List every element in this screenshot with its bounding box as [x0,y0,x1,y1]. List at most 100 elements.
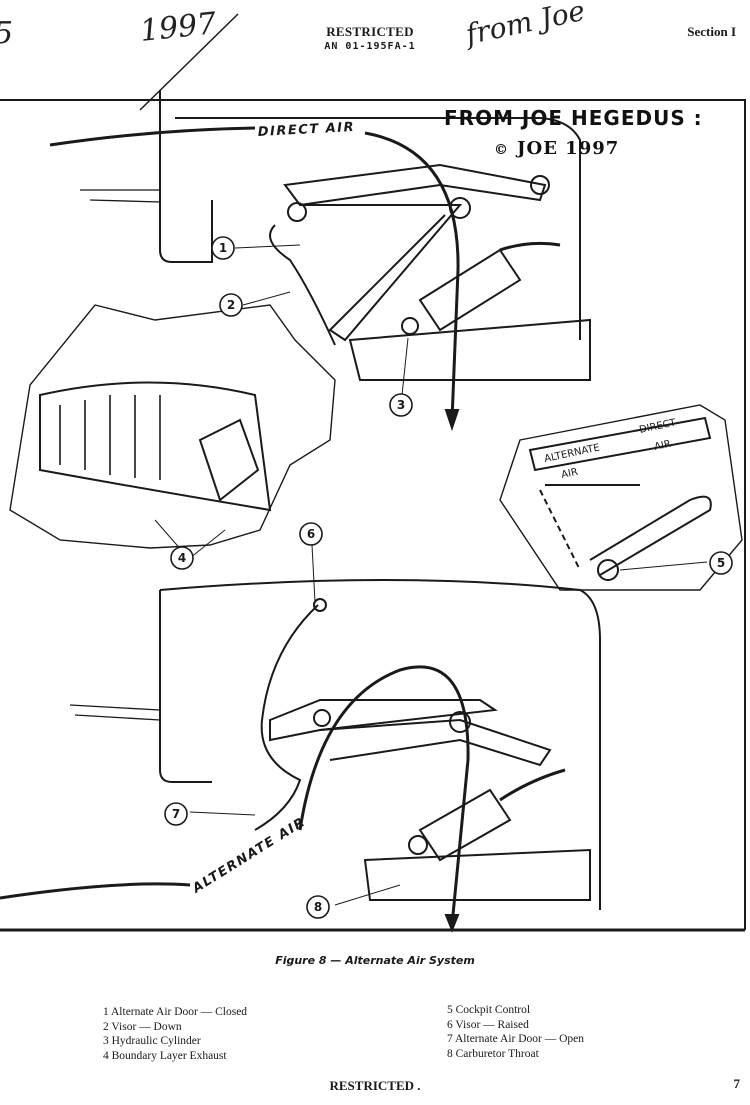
lower-pivot-1 [449,711,471,733]
legend-item: 5 Cockpit Control [447,1003,584,1018]
legend-text: Carburetor Throat [455,1047,539,1060]
exhaust-grille [39,381,272,512]
legend-text: Visor — Raised [455,1018,529,1031]
callout-circle-1 [211,236,235,260]
legend-num: 2 [103,1020,109,1033]
callout-7: 7 [172,807,180,821]
handwritten-slash [139,13,239,111]
legend-text: Cockpit Control [455,1004,531,1016]
exhaust-duct [198,418,260,502]
figure-caption: Figure 8 — Alternate Air System [275,954,475,967]
legend-item: 4 Boundary Layer Exhaust [103,1049,247,1064]
callout-circle-7 [164,802,188,826]
callout-2-leader [242,291,291,306]
legend-text: Boundary Layer Exhaust [111,1049,227,1062]
legend-num: 8 [447,1047,453,1060]
callout-circle-6 [299,522,323,546]
exhaust-grille-slats [59,395,161,480]
legend-text: Alternate Air Door — Closed [111,1006,248,1018]
upper-carburetor-flange [348,318,591,381]
control-handle-alternate-position [539,489,581,571]
alternate-air-arrowhead [444,914,460,933]
legend-text: Visor — Down [111,1020,182,1033]
alternate-air-door-open [254,604,319,831]
legend-item: 2 Visor — Down [103,1020,247,1035]
upper-duct-outline [159,90,213,263]
document-number: AN 01-195FA-1 [324,41,416,52]
legend-num: 3 [103,1035,109,1047]
copyright-symbol: © [494,142,509,158]
plate-direct-air-text: AIR [653,439,672,453]
legend-text: Alternate Air Door — Open [455,1033,585,1045]
direct-air-flow-arrow [364,131,460,421]
callout-circle-4 [170,546,194,570]
lower-carburetor-throat [363,848,591,901]
page-number: 7 [733,1076,741,1091]
legend-item: 6 Visor — Raised [447,1018,584,1033]
lower-duct-outline [159,590,212,783]
alternate-air-door-closed [269,224,336,346]
upper-hydraulic-line [499,241,561,252]
legend-item: 7 Alternate Air Door — Open [447,1032,584,1047]
direct-air-arrowhead [444,409,460,432]
lower-scoop-outline [159,579,601,910]
lower-linkage-arm [269,699,498,742]
handwritten-margin-mark: 5 [0,16,13,51]
callout-circle-5 [709,551,733,575]
visor-raised-tip [313,598,327,612]
upper-hydraulic-cylinder [418,248,522,332]
control-placard [528,416,712,472]
legend-item: 8 Carburetor Throat [447,1047,584,1062]
callout-1-leader [234,244,301,249]
callout-circle-2 [219,293,243,317]
plate-alternate-air-text: AIR [560,467,579,481]
upper-pivot-3 [401,317,419,335]
legend-left-column: 1 Alternate Air Door — Closed 2 Visor — … [103,1005,247,1063]
callout-8: 8 [314,900,322,914]
legend-num: 5 [447,1004,453,1016]
lower-support-bracket [319,718,552,767]
callout-8-leader [334,884,401,906]
upper-support-bracket [300,204,463,342]
lower-hydraulic-cylinder [418,788,512,862]
callout-5: 5 [717,556,725,570]
alternate-air-flow-arrow [298,665,470,926]
callout-2: 2 [227,298,235,312]
alternate-air-label: ALTERNATE AIR [189,815,308,897]
header-classification: RESTRICTED [326,24,414,39]
lower-hydraulic-line [499,768,566,802]
callout-6-leader [311,544,316,603]
alternate-air-flow-line [0,882,191,900]
upper-pivot-4 [530,175,550,195]
upper-pivot-1 [287,202,307,222]
stamp-copyright-text: JOE 1997 [517,138,620,159]
lower-pivot-3 [408,835,428,855]
plate-direct-text: DIRECT [638,417,677,436]
legend-item: 3 Hydraulic Cylinder [103,1034,247,1049]
legend-num: 1 [103,1006,109,1018]
callout-6: 6 [307,527,315,541]
stamp-copyright-line: © JOE 1997 [494,138,619,159]
direct-air-flow-line [49,126,256,147]
callout-circle-3 [389,393,413,417]
boundary-layer-exhaust-housing [9,304,336,549]
lower-duct-lines [69,704,161,721]
legend-num: 4 [103,1049,109,1062]
legend-num: 6 [447,1018,453,1031]
control-handle-pivot [597,559,619,581]
legend-num: 7 [447,1033,453,1045]
footer-classification: RESTRICTED . [329,1078,421,1093]
callout-circle-8 [306,895,330,919]
callout-3: 3 [397,398,405,412]
upper-linkage-arm [283,163,547,207]
alternate-air-system-diagram: 1 2 3 4 5 6 7 8 DIRECT AIR ALTERNATE AIR… [0,13,746,933]
lower-pivot-2 [313,709,331,727]
direct-air-label: DIRECT AIR [257,120,355,140]
legend-text: Hydraulic Cylinder [111,1035,201,1047]
upper-scoop-outline [175,117,581,340]
figure-border [0,99,746,930]
callout-4: 4 [178,551,186,565]
callout-5-leader [619,561,708,571]
callout-7-leader [189,811,256,816]
callout-3-leader [401,337,409,396]
